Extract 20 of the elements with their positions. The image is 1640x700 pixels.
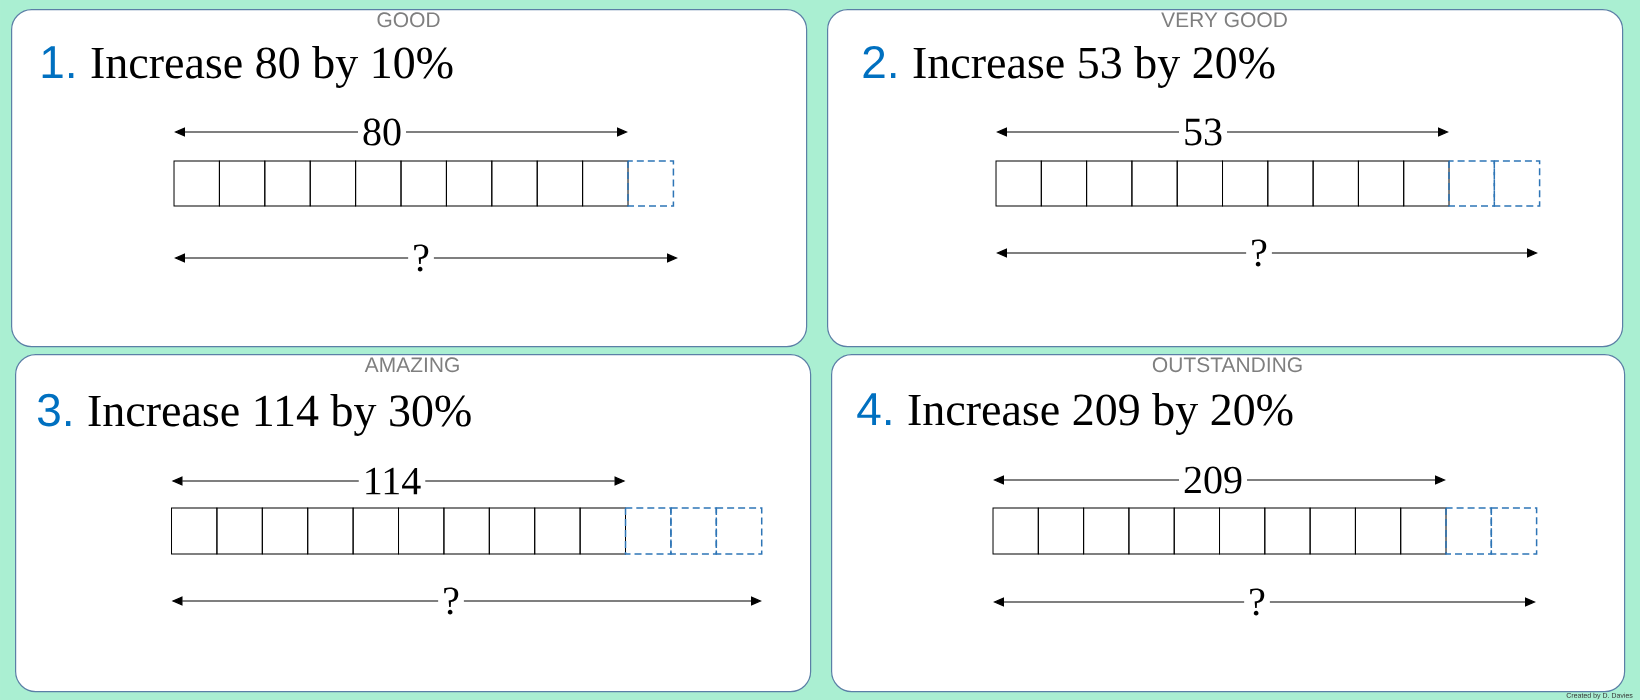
dimension-label: 114 bbox=[358, 466, 426, 496]
dimension-label: 80 bbox=[358, 117, 406, 147]
dimension-label: ? bbox=[1244, 587, 1270, 617]
heading: AMAZING bbox=[364, 357, 459, 373]
heading: VERY GOOD bbox=[1161, 12, 1287, 28]
dimension-label: 209 bbox=[1179, 465, 1247, 495]
question-text: Increase 80 by 10% bbox=[91, 46, 453, 88]
dimension-label: ? bbox=[408, 243, 434, 273]
heading: OUTSTANDING bbox=[1152, 357, 1302, 373]
dimension-label: ? bbox=[438, 586, 464, 616]
question-number: 4. bbox=[857, 393, 891, 425]
question-text: Increase 114 by 30% bbox=[88, 394, 471, 436]
dimension-label: ? bbox=[1246, 238, 1272, 268]
question-number: 3. bbox=[37, 393, 71, 427]
heading: GOOD bbox=[377, 12, 440, 28]
question-number: 1. bbox=[42, 46, 74, 78]
question-text: Increase 209 by 20% bbox=[908, 393, 1293, 435]
question-number: 2. bbox=[863, 45, 896, 78]
dimension-label: 53 bbox=[1179, 117, 1227, 147]
question-text: Increase 53 by 20% bbox=[913, 46, 1275, 88]
